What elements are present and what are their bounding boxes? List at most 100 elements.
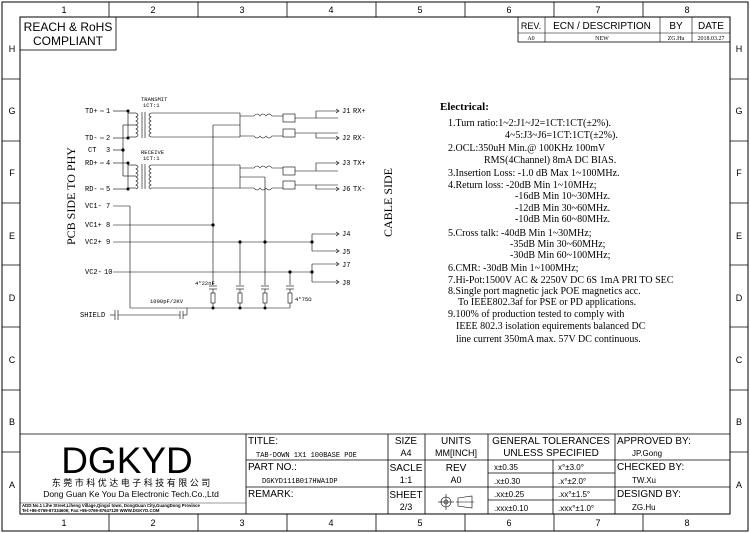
company-address: ADD:No.1 Lihe Street,Liheng Village,Qing…	[22, 503, 201, 508]
rev-row-desc: NEW	[595, 36, 609, 42]
grid-col-label: 7	[595, 5, 600, 15]
transmit-label: TRANSMIT	[141, 96, 168, 103]
pin-name: VC2+	[85, 239, 102, 247]
grid-row-label: G	[8, 106, 15, 116]
grid-col-label: 3	[239, 518, 244, 528]
rev-label: REV	[446, 463, 467, 474]
electrical-line: -10dB Min 60~80MHz.	[515, 214, 610, 225]
rev-header-rev: REV.	[521, 21, 541, 31]
grid-col-label: 6	[506, 518, 511, 528]
grid-col-label: 5	[417, 5, 422, 15]
grid-row-label: G	[735, 106, 742, 116]
jack-pin: J5	[342, 249, 350, 257]
rev-row-by: ZG.Hu	[668, 36, 685, 42]
size-value: A4	[400, 448, 411, 458]
grid-row-label: D	[9, 293, 16, 303]
grid-col-label: 4	[328, 518, 333, 528]
inner-border	[19, 16, 731, 515]
electrical-line: 1.Turn ratio:1~2:J1~J2=1CT:1CT(±2%).	[448, 118, 611, 129]
electrical-line: 6.CMR: -30dB Min 1~100MHz;	[448, 263, 579, 274]
rev-row-rev: A0	[527, 36, 534, 42]
pin-name: TD-	[85, 135, 98, 143]
pin-name: RD+	[85, 160, 98, 168]
pin-name: VC2-	[85, 269, 102, 277]
designed-value: ZG.Hu	[632, 503, 656, 512]
electrical-line: 4~5:J3~J6=1CT:1CT(±2%).	[505, 130, 618, 141]
electrical-line: line current 350mA max. 57V DC continuou…	[456, 334, 641, 345]
jack-pin: J2	[342, 135, 350, 143]
grid-col-label: 8	[684, 5, 689, 15]
grid-row-label: C	[736, 355, 743, 365]
grid-row-label: E	[9, 231, 15, 241]
grid-row-label: C	[9, 355, 16, 365]
grid-row-label: D	[736, 293, 743, 303]
pin-name: TD+	[85, 108, 98, 116]
jack-pin: J1	[342, 108, 350, 116]
grid-col-label: 1	[61, 518, 66, 528]
units-label: UNITS	[441, 436, 471, 447]
grid-col-label: 7	[595, 518, 600, 528]
approved-value: JP.Gong	[632, 449, 662, 458]
rev-header-by: BY	[669, 21, 683, 32]
tolerance-title1: GENERAL TOLERANCES	[492, 436, 610, 447]
units-value: MM[INCH]	[435, 448, 477, 458]
company-name-en: Dong Guan Ke You Da Electronic Tech.Co.,…	[43, 489, 219, 499]
jack-pin-signal: RX-	[353, 135, 366, 143]
grid-col-label: 4	[328, 5, 333, 15]
electrical-line: 2.OCL:350uH Min.@ 100KHz 100mV	[448, 143, 606, 154]
checked-value: TW.Xu	[632, 476, 656, 485]
grid-col-label: 6	[506, 5, 511, 15]
electrical-line: -30dB Min 60~100MHz;	[510, 250, 611, 261]
tolerance-linear: .xxx±0.10	[494, 504, 529, 513]
sheet-value: 2/3	[400, 502, 413, 512]
pin-number: 7	[106, 203, 110, 211]
pin-name: VC1+	[85, 222, 102, 230]
grid-col-label: 3	[239, 5, 244, 15]
pin-number: 10	[104, 269, 112, 277]
schematic: PCB SIDE TO PHY CABLE SIDE TRANSMIT 1CT:…	[64, 96, 395, 320]
pin-number: 2	[106, 135, 110, 143]
electrical-title: Electrical:	[440, 101, 489, 113]
approved-label: APPROVED BY:	[617, 436, 691, 447]
pin-number: 8	[106, 222, 110, 230]
grid-row-label: A	[9, 480, 15, 490]
tolerance-title2: UNLESS SPECIFIED	[503, 448, 599, 459]
jack-pin: J6	[342, 186, 350, 194]
electrical-line: 7.Hi-Pot:1500V AC & 2250V DC 6S 1mA PRI …	[448, 275, 674, 286]
designed-label: DESIGND BY:	[617, 489, 681, 500]
remark-label: REMARK:	[248, 489, 294, 500]
part-label: PART NO.:	[248, 462, 297, 473]
grid-col-label: 2	[150, 5, 155, 15]
transmit-ratio: 1CT:1	[143, 102, 160, 109]
pin-number: 5	[106, 186, 110, 194]
grid-row-label: A	[736, 480, 742, 490]
grid-row-label: B	[736, 417, 742, 427]
electrical-line: -12dB Min 30~60MHz.	[515, 203, 610, 214]
receive-label: RECEIVE	[141, 149, 165, 156]
tolerance-angular: x°±3.0°	[558, 463, 584, 472]
rev-header-desc: ECN / DESCRIPTION	[553, 21, 651, 32]
grid-row-label: H	[736, 44, 743, 54]
checked-label: CHECKED BY:	[617, 462, 684, 473]
compliance-line1: REACH & RoHS	[24, 20, 113, 34]
grid-col-label: 1	[61, 5, 66, 15]
pin-name: RD-	[85, 186, 98, 194]
rev-value: A0	[450, 475, 461, 485]
grid-row-label: F	[736, 168, 742, 178]
pin-name: VC1-	[85, 203, 102, 211]
cable-side-label: CABLE SIDE	[381, 168, 395, 237]
rev-header-date: DATE	[698, 21, 724, 32]
electrical-line: 4.Return loss: -20dB Min 1~10MHz;	[448, 180, 597, 191]
scale-label: SACLE	[390, 463, 423, 474]
jack-pin-signal: TX-	[353, 186, 366, 194]
receive-ratio: 1CT:1	[143, 155, 160, 162]
title-value: TAB-DOWN 1X1 100BASE POE	[256, 452, 357, 460]
tolerance-angular: .xxx°±1.0°	[558, 504, 594, 513]
pin-number: 4	[106, 160, 110, 168]
compliance-box	[19, 16, 117, 51]
electrical-line: 8.Single port magnetic jack POE magnetic…	[448, 286, 641, 297]
compliance-line2: COMPLIANT	[33, 34, 104, 48]
pin-number: 9	[106, 239, 110, 247]
shield-cap-label: 1000pF/2KV	[150, 298, 184, 305]
